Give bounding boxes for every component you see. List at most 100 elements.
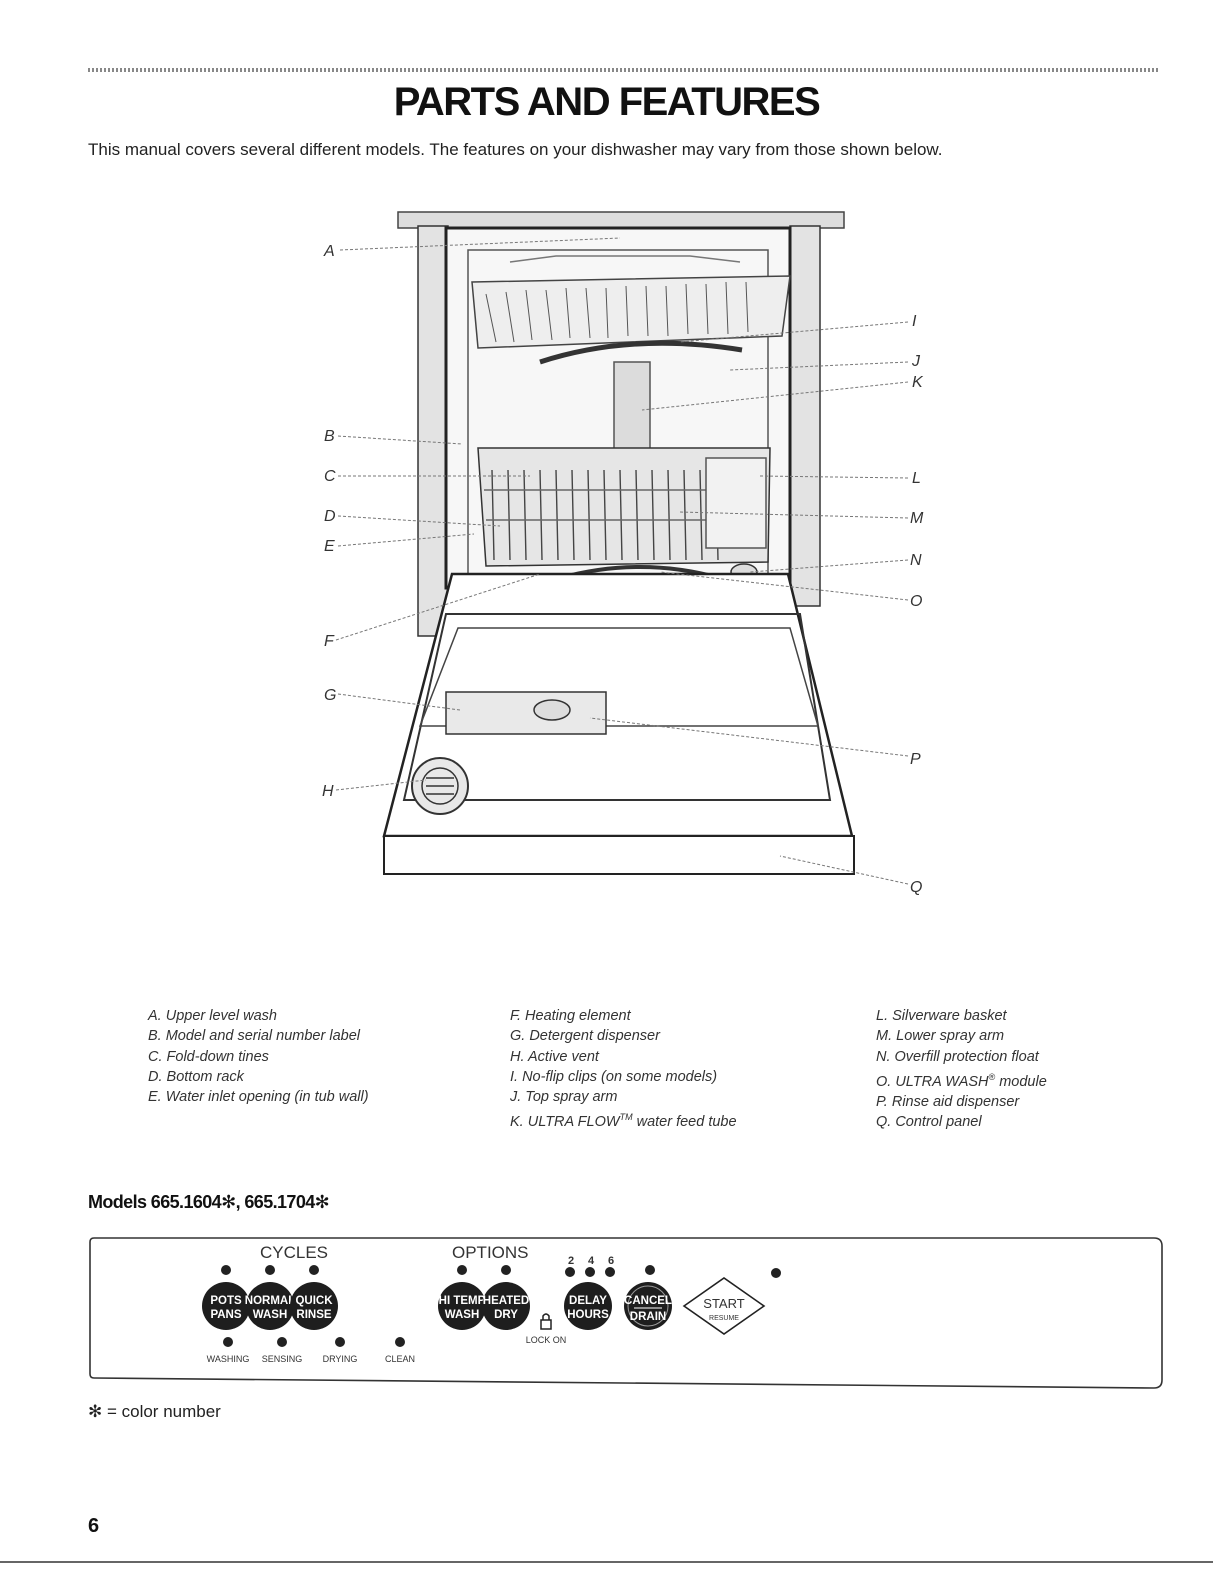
quick-rinse-light: [309, 1265, 319, 1275]
delay-hours-label-2: HOURS: [567, 1309, 609, 1321]
quick-rinse-label-1: QUICK: [295, 1295, 333, 1307]
start-light: [771, 1268, 781, 1278]
legend-item: L. Silverware basket: [876, 1008, 1007, 1024]
heated-dry-button[interactable]: HEATED DRY: [482, 1282, 530, 1330]
legend-item: P. Rinse aid dispenser: [876, 1094, 1020, 1111]
legend-text: water feed tube: [632, 1114, 737, 1131]
top-rule: [88, 68, 1160, 72]
hi-temp-wash-label-2: WASH: [445, 1309, 480, 1321]
callout-q: Q: [910, 879, 922, 896]
legend-item: F. Heating element: [510, 1008, 631, 1024]
legend-column-3: L. Silverware basket M. Lower spray arm …: [876, 1006, 1176, 1133]
legend-item: J. Top spray arm: [510, 1089, 618, 1106]
resume-label: RESUME: [709, 1315, 739, 1322]
sensing-light: [277, 1337, 287, 1347]
models-heading: Models 665.1604✻, 665.1704✻: [88, 1192, 330, 1212]
pots-pans-label-2: PANS: [210, 1309, 241, 1321]
delay-number-4: 4: [588, 1255, 595, 1267]
hi-temp-wash-label-1: HI TEMP: [439, 1295, 486, 1307]
status-drying: DRYING: [323, 1354, 358, 1364]
callout-a: A: [323, 243, 335, 260]
callout-d: D: [324, 508, 336, 525]
legend-item: I. No-flip clips (on some models): [510, 1068, 718, 1085]
control-panel-diagram: CYCLES OPTIONS 2 4 6 POTS PANS NORMAL WA…: [89, 1237, 1163, 1389]
trademark-mark: TM: [619, 1112, 633, 1123]
cancel-drain-label-1: CANCEL: [624, 1295, 672, 1307]
quick-rinse-button[interactable]: QUICK RINSE: [290, 1282, 338, 1330]
legend-item: N. Overfill protection float: [876, 1048, 1039, 1065]
normal-wash-label-2: WASH: [253, 1309, 288, 1321]
pots-pans-light: [221, 1265, 231, 1275]
legend-item: O. ULTRA WASH® module: [876, 1067, 1176, 1092]
pots-pans-button[interactable]: POTS PANS: [202, 1282, 250, 1330]
callout-k: K: [912, 374, 924, 391]
legend-column-2: F. Heating element G. Detergent dispense…: [510, 1006, 850, 1133]
quick-rinse-label-2: RINSE: [296, 1309, 331, 1321]
status-sensing: SENSING: [262, 1354, 303, 1364]
delay-4-light: [585, 1267, 595, 1277]
registered-mark: ®: [988, 1071, 996, 1082]
lock-on-label: LOCK ON: [526, 1335, 567, 1345]
dishwasher-diagram: A B C D E F G H I J K L M N O P Q: [322, 211, 924, 896]
callout-f: F: [324, 633, 335, 650]
callout-c: C: [324, 468, 336, 485]
lock-icon: [540, 1313, 552, 1330]
legend-item: K. ULTRA FLOWTM water feed tube: [510, 1107, 850, 1132]
bottom-rule: [0, 1561, 1213, 1563]
hi-temp-wash-button[interactable]: HI TEMP WASH: [438, 1282, 486, 1330]
legend-text: module: [995, 1073, 1047, 1090]
callout-p: P: [910, 751, 921, 768]
legend-item: A. Upper level wash: [148, 1008, 277, 1024]
status-indicators: WASHING SENSING DRYING CLEAN: [207, 1337, 415, 1364]
page-number: 6: [88, 1515, 100, 1537]
hi-temp-wash-light: [457, 1265, 467, 1275]
intro-text: This manual covers several different mod…: [88, 140, 943, 159]
indicator-lights: [221, 1265, 781, 1278]
drying-light: [335, 1337, 345, 1347]
legend-item: H. Active vent: [510, 1048, 599, 1065]
cancel-drain-button[interactable]: CANCEL DRAIN: [624, 1282, 672, 1330]
callout-labels: A B C D E F G H I J K L M N O P Q: [322, 243, 924, 896]
callout-l: L: [912, 470, 921, 487]
delay-number-2: 2: [568, 1255, 574, 1267]
callout-n: N: [910, 552, 922, 569]
callout-b: B: [324, 428, 335, 445]
start-resume-button[interactable]: START RESUME: [682, 1277, 766, 1335]
callout-m: M: [910, 510, 924, 527]
delay-number-6: 6: [608, 1255, 614, 1267]
pots-pans-label-1: POTS: [210, 1295, 242, 1307]
callout-h: H: [322, 783, 334, 800]
dishwasher-illustration: [382, 211, 855, 875]
legend-item: Q. Control panel: [876, 1114, 982, 1131]
normal-wash-light: [265, 1265, 275, 1275]
callout-o: O: [910, 593, 922, 610]
delay-hours-label-1: DELAY: [569, 1295, 607, 1307]
status-washing: WASHING: [207, 1354, 250, 1364]
legend-item: C. Fold-down tines: [148, 1048, 269, 1065]
callout-e: E: [324, 538, 335, 555]
legend-column-1: A. Upper level wash B. Model and serial …: [148, 1006, 478, 1107]
legend-item: M. Lower spray arm: [876, 1028, 1005, 1045]
heated-dry-label-2: DRY: [494, 1309, 518, 1321]
start-label: START: [703, 1296, 744, 1311]
delay-hours-button[interactable]: DELAY HOURS: [564, 1282, 612, 1330]
cycles-label: CYCLES: [260, 1243, 328, 1262]
cancel-drain-label-2: DRAIN: [630, 1311, 666, 1323]
legend-text: K. ULTRA FLOW: [510, 1114, 620, 1131]
callout-i: I: [912, 313, 917, 330]
callout-leaders: [335, 237, 909, 885]
options-label: OPTIONS: [452, 1243, 529, 1262]
washing-light: [223, 1337, 233, 1347]
heated-dry-label-1: HEATED: [483, 1295, 529, 1307]
normal-wash-button[interactable]: NORMAL WASH: [245, 1282, 295, 1330]
callout-j: J: [911, 353, 921, 370]
callout-g: G: [324, 687, 336, 704]
legend-text: O. ULTRA WASH: [876, 1073, 989, 1090]
heated-dry-light: [501, 1265, 511, 1275]
legend-item: B. Model and serial number label: [148, 1028, 360, 1045]
page-title: PARTS AND FEATURES: [393, 80, 821, 124]
legend-item: G. Detergent dispenser: [510, 1028, 660, 1045]
legend-item: E. Water inlet opening (in tub wall): [148, 1089, 369, 1106]
legend-item: D. Bottom rack: [148, 1068, 244, 1085]
footnote: ✻ = color number: [88, 1402, 221, 1421]
